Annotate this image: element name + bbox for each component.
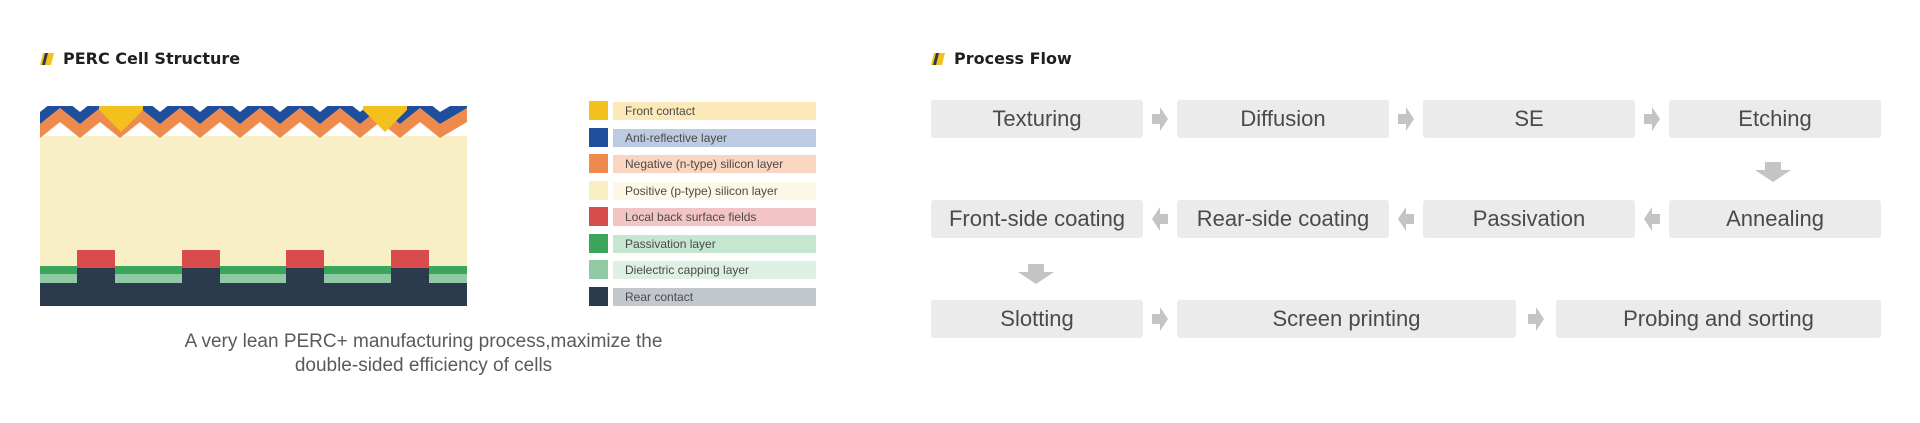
process-step-texturing: Texturing <box>931 100 1143 138</box>
structure-section-title: PERC Cell Structure <box>40 49 240 68</box>
legend-label: Anti-reflective layer <box>613 128 816 147</box>
process-step-front-side-coating: Front-side coating <box>931 200 1143 238</box>
process-step-annealing: Annealing <box>1669 200 1881 238</box>
legend-swatch <box>589 286 608 306</box>
process-step-se: SE <box>1423 100 1635 138</box>
legend-swatch <box>589 260 608 279</box>
arrow-right-icon <box>1398 107 1414 131</box>
arrow-left-icon <box>1398 207 1414 231</box>
passivation-layer <box>40 266 467 274</box>
process-step-probing-and-sorting: Probing and sorting <box>1556 300 1881 338</box>
process-step-diffusion: Diffusion <box>1177 100 1389 138</box>
structure-title: PERC Cell Structure <box>63 49 241 68</box>
arrow-down-icon <box>1018 264 1054 284</box>
process-section-title: Process Flow <box>931 49 1072 68</box>
rear-contact-finger <box>391 266 429 283</box>
local-back-surface-field <box>77 250 115 268</box>
p-type-silicon-layer <box>40 136 467 266</box>
arrow-left-icon <box>1644 207 1660 231</box>
arrow-right-icon <box>1152 307 1168 331</box>
legend-swatch <box>589 180 608 200</box>
process-step-slotting: Slotting <box>931 300 1143 338</box>
legend-item: Negative (n-type) silicon layer <box>589 153 816 173</box>
legend-label: Positive (p-type) silicon layer <box>613 181 816 200</box>
process-step-passivation: Passivation <box>1423 200 1635 238</box>
layers-icon <box>931 52 945 65</box>
legend-swatch <box>589 233 608 253</box>
legend-item: Anti-reflective layer <box>589 127 816 147</box>
legend-label: Front contact <box>613 102 816 120</box>
arrow-right-icon <box>1644 107 1660 131</box>
rear-contact <box>40 283 467 306</box>
arrow-left-icon <box>1152 207 1168 231</box>
structure-caption: A very lean PERC+ manufacturing process,… <box>40 330 807 378</box>
local-back-surface-field <box>286 250 324 268</box>
front-contact <box>99 106 143 132</box>
local-back-surface-field <box>182 250 220 268</box>
n-type-silicon-layer <box>40 108 467 138</box>
caption-line-1: A very lean PERC+ manufacturing process,… <box>184 331 663 352</box>
legend-swatch <box>589 207 608 226</box>
arrow-right-icon <box>1528 307 1544 331</box>
arrow-down-icon <box>1755 162 1791 182</box>
legend-swatch <box>589 127 608 147</box>
anti-reflective-layer <box>40 106 467 124</box>
legend-label: Local back surface fields <box>613 208 816 226</box>
legend-item: Dielectric capping layer <box>589 259 816 279</box>
arrow-right-icon <box>1152 107 1168 131</box>
process-step-rear-side-coating: Rear-side coating <box>1177 200 1389 238</box>
local-back-surface-field <box>391 250 429 268</box>
layers-icon <box>40 52 54 65</box>
legend-label: Passivation layer <box>613 234 816 253</box>
process-title: Process Flow <box>954 49 1072 68</box>
legend-label: Dielectric capping layer <box>613 261 816 279</box>
caption-line-2: double-sided efficiency of cells <box>294 355 553 376</box>
perc-cell-cross-section <box>40 106 467 306</box>
process-step-screen-printing: Screen printing <box>1177 300 1516 338</box>
front-contact <box>363 106 407 132</box>
rear-contact-finger <box>286 266 324 283</box>
legend-item: Local back surface fields <box>589 206 816 226</box>
legend-item: Front contact <box>589 100 816 120</box>
legend-item: Rear contact <box>589 286 816 306</box>
dielectric-capping-layer <box>40 274 467 283</box>
rear-contact-finger <box>182 266 220 283</box>
rear-contact-finger <box>77 266 115 283</box>
legend-label: Negative (n-type) silicon layer <box>613 155 816 173</box>
legend-item: Passivation layer <box>589 233 816 253</box>
legend-item: Positive (p-type) silicon layer <box>589 180 816 200</box>
process-step-etching: Etching <box>1669 100 1881 138</box>
legend-label: Rear contact <box>613 287 816 306</box>
legend-swatch <box>589 101 608 120</box>
legend-swatch <box>589 154 608 173</box>
